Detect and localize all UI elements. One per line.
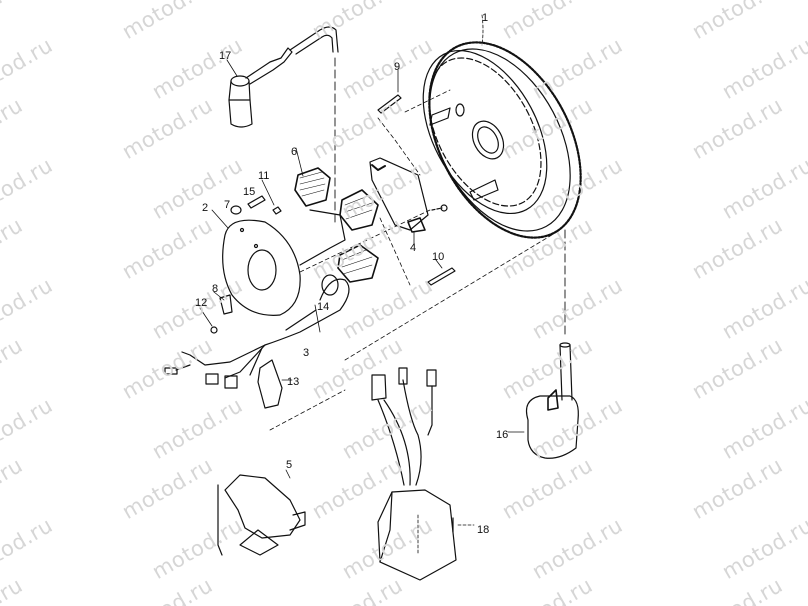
charging-coils bbox=[294, 147, 379, 283]
callout-17: 17 bbox=[219, 50, 232, 62]
callout-5: 5 bbox=[286, 459, 293, 471]
callout-13: 13 bbox=[287, 376, 300, 388]
callout-9: 9 bbox=[394, 61, 401, 73]
cdi-unit bbox=[371, 367, 475, 581]
callout-16: 16 bbox=[496, 429, 509, 441]
callout-4: 4 bbox=[410, 242, 417, 254]
callout-3: 3 bbox=[303, 347, 310, 359]
callout-18: 18 bbox=[477, 524, 490, 536]
spark-plug-cap bbox=[226, 26, 339, 226]
flywheel bbox=[422, 14, 582, 239]
callout-14: 14 bbox=[317, 301, 330, 313]
callout-2: 2 bbox=[202, 202, 209, 214]
stator-plate bbox=[211, 209, 301, 316]
callout-11: 11 bbox=[258, 170, 270, 182]
ignition-coil bbox=[507, 229, 579, 459]
callout-8: 8 bbox=[212, 283, 219, 295]
small-hardware bbox=[199, 179, 282, 334]
callout-1: 1 bbox=[482, 12, 489, 24]
pulser-coil bbox=[369, 69, 456, 286]
callout-10: 10 bbox=[432, 251, 445, 263]
wire-harness bbox=[164, 274, 350, 409]
regulator bbox=[217, 469, 306, 556]
callout-6: 6 bbox=[291, 146, 298, 158]
assembly-guide-lines bbox=[269, 89, 561, 431]
callout-12: 12 bbox=[195, 297, 208, 309]
callout-7: 7 bbox=[224, 199, 231, 211]
callout-15: 15 bbox=[243, 186, 256, 198]
